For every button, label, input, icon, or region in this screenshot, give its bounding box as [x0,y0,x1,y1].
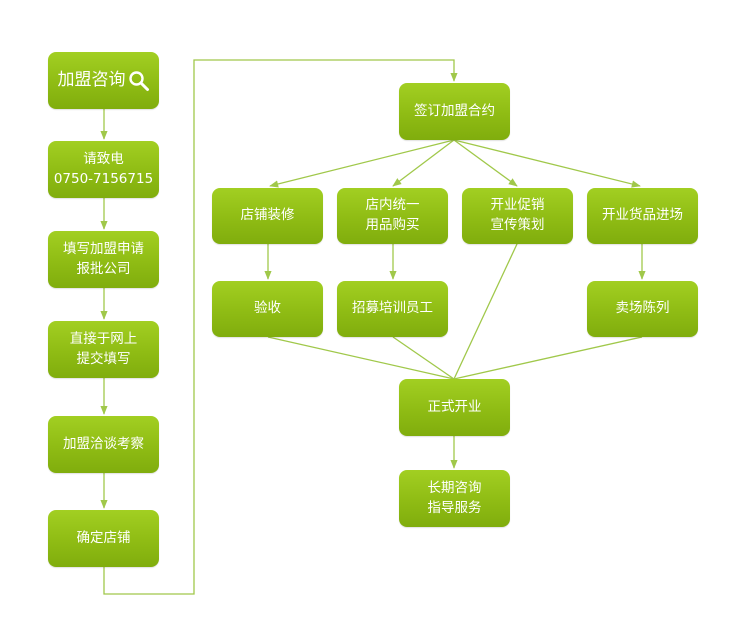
line-hire-open [392,336,455,380]
node-store-display: 卖场陈列 [587,281,698,337]
node-stock-arrival: 开业货品进场 [587,188,698,244]
route-confirm-contract [103,59,458,595]
node-franchise-consult: 加盟咨询 [48,52,159,109]
node-label: 签订加盟合约 [414,102,495,119]
node-confirm-store: 确定店铺 [48,510,159,567]
node-long-term-support: 长期咨询 指导服务 [399,470,510,527]
node-label: 宣传策划 [490,217,545,233]
node-label: 招募培训员工 [352,300,433,317]
node-label: 报批公司 [76,260,131,277]
node-label: 请致电 [83,150,124,167]
node-fill-application: 填写加盟申请 报批公司 [48,231,159,288]
node-store-decoration: 店铺装修 [212,188,323,244]
node-label: 确定店铺 [76,529,131,546]
node-submit-online: 直接于网上 提交填写 [48,321,159,378]
node-negotiate-visit: 加盟洽谈考察 [48,416,159,473]
node-grand-opening: 正式开业 [399,379,510,436]
node-sign-contract: 签订加盟合约 [399,83,510,140]
node-recruit-staff: 招募培训员工 [337,281,448,337]
node-label: 开业促销 [490,197,545,214]
node-label: 长期咨询 [427,479,482,496]
node-label: 正式开业 [427,398,482,415]
arrow-contract-promo [453,139,518,187]
node-label: 指导服务 [427,499,482,516]
arrow-contract-decor [269,139,455,188]
search-icon [128,70,149,91]
node-label: 店铺装修 [240,207,295,224]
node-label: 验收 [254,300,281,317]
node-label: 用品购买 [365,217,420,233]
line-display-open [453,336,643,380]
node-label: 加盟咨询 [57,70,126,91]
node-call-phone: 请致电 0750-7156715 [48,141,159,198]
line-inspect-open [267,336,455,380]
node-label: 店内统一 [365,197,420,214]
node-label: 直接于网上 [69,330,138,347]
node-promotion-planning: 开业促销 宣传策划 [462,188,573,244]
arrow-contract-supplies [392,139,455,187]
node-label: 提交填写 [76,350,131,367]
node-acceptance: 验收 [212,281,323,337]
node-label: 加盟洽谈考察 [63,435,144,452]
node-label: 填写加盟申请 [63,240,144,257]
node-buy-supplies: 店内统一 用品购买 [337,188,448,244]
arrow-contract-stock [453,139,641,188]
node-label: 卖场陈列 [615,300,670,317]
node-label: 开业货品进场 [602,207,683,224]
phone-number: 0750-7156715 [53,170,154,187]
line-promo-open [453,243,518,380]
